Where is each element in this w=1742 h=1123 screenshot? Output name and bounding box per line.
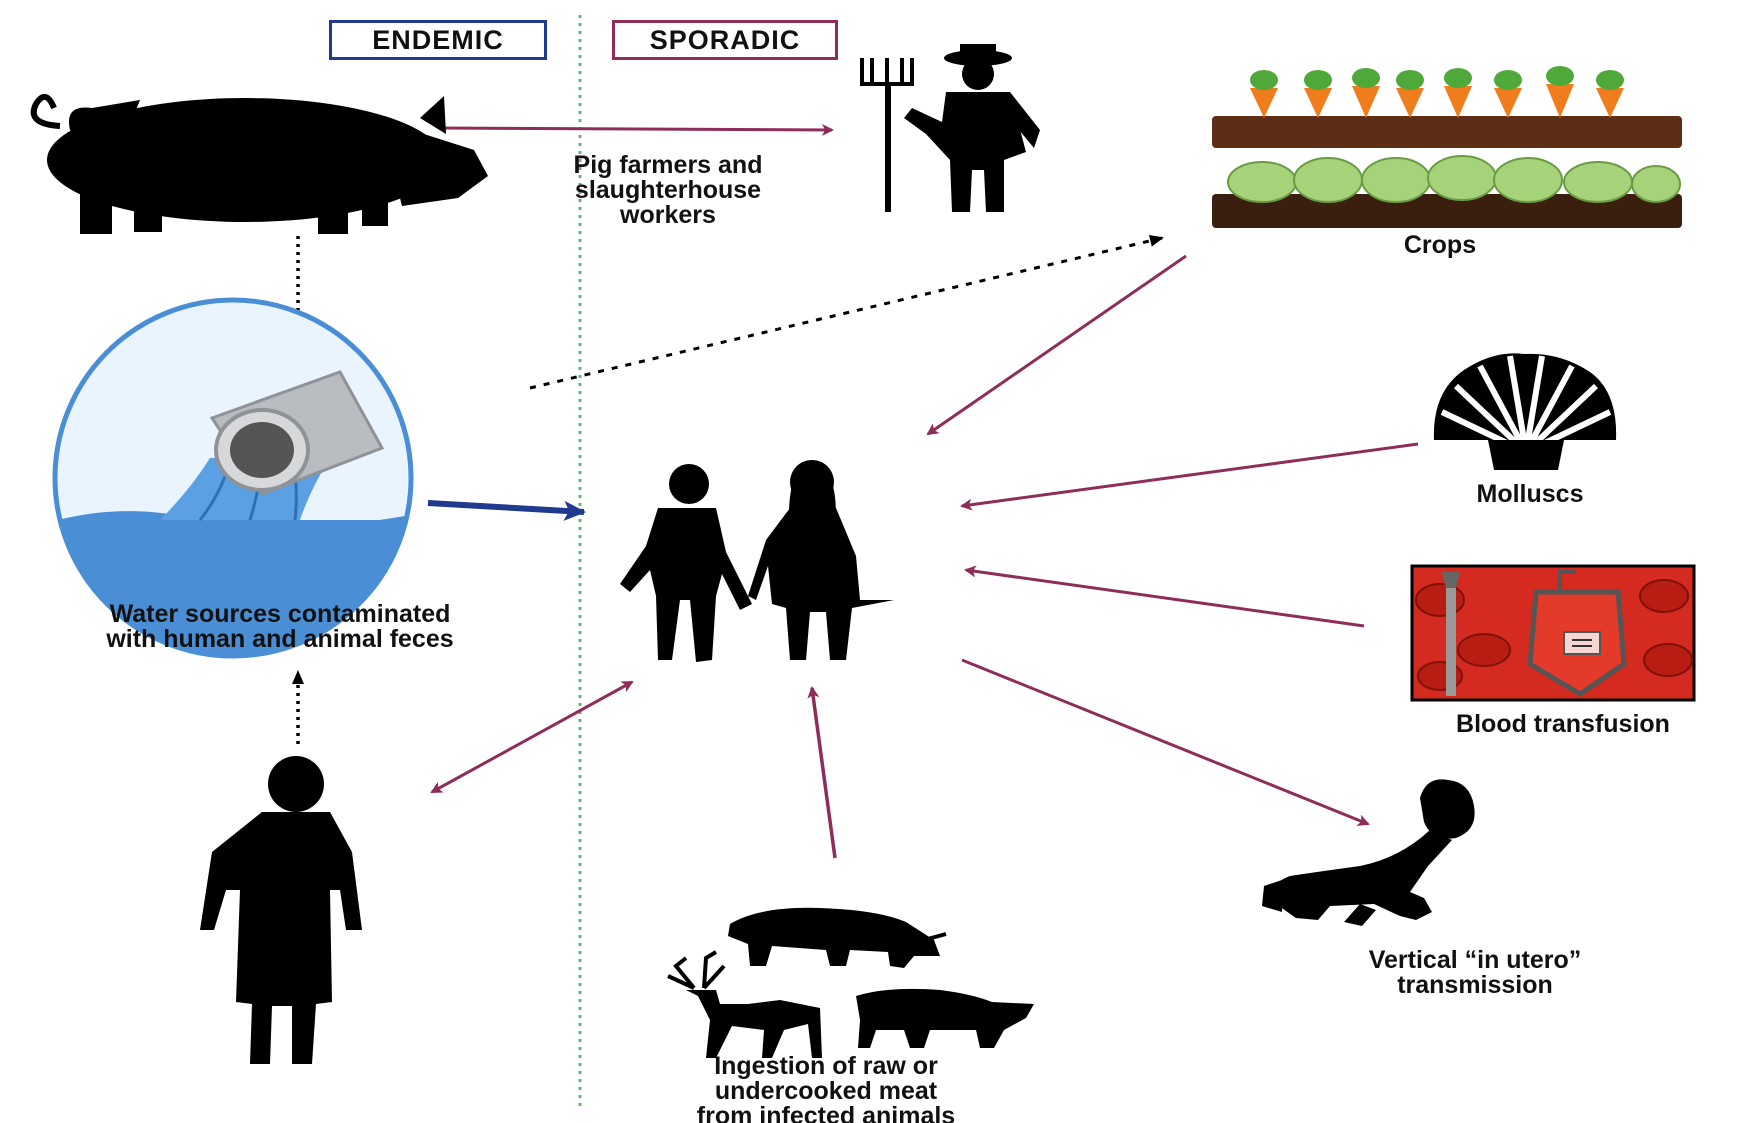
man-icon xyxy=(200,756,362,1064)
arrow-humans-to-baby xyxy=(962,660,1368,824)
arrow-crops-to-humans xyxy=(928,256,1186,434)
arrow-blood-to-humans xyxy=(966,570,1364,626)
farmer-icon xyxy=(862,44,1040,212)
blood-bag-icon xyxy=(1412,566,1694,700)
arrow-molluscs-to-humans xyxy=(962,444,1418,506)
arrow-animals-to-humans xyxy=(812,688,835,858)
blood-transfusion-label: Blood transfusion xyxy=(1404,712,1722,737)
pig-farmers-label: Pig farmers and slaughterhouse workers xyxy=(510,153,826,228)
endemic-label: ENDEMIC xyxy=(329,20,547,60)
ingestion-label: Ingestion of raw or undercooked meat fro… xyxy=(646,1054,1006,1123)
arrow-water-to-crops xyxy=(530,238,1162,388)
arrow-water-to-humans xyxy=(428,503,584,512)
shell-icon xyxy=(1434,353,1616,470)
animals-icon xyxy=(668,908,1034,1058)
baby-icon xyxy=(1262,779,1475,926)
molluscs-label: Molluscs xyxy=(1440,482,1620,507)
arrow-man-humans xyxy=(432,682,632,792)
carrot-row xyxy=(1250,66,1624,118)
couple-icon xyxy=(620,460,894,662)
crops-label: Crops xyxy=(1360,233,1520,258)
vertical-transmission-label: Vertical “in utero” transmission xyxy=(1310,948,1640,998)
water-label: Water sources contaminated with human an… xyxy=(14,602,546,652)
sporadic-label: SPORADIC xyxy=(612,20,838,60)
arrow-pig-to-farmers xyxy=(438,128,832,130)
crops-icon xyxy=(1212,66,1682,228)
pig-icon xyxy=(34,96,488,234)
